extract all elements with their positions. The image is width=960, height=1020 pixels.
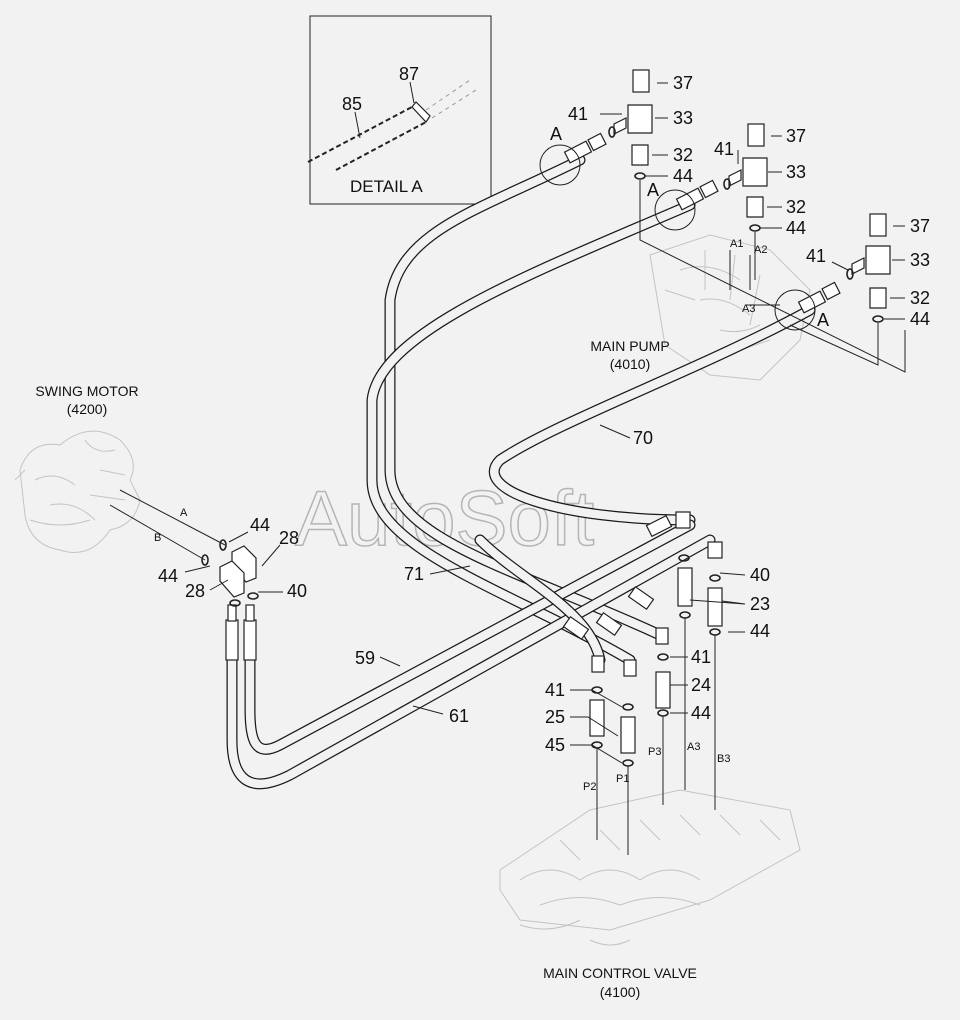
part-41-a: 41: [568, 104, 588, 124]
part-33-a: 33: [673, 108, 693, 128]
watermark: AutoSoft: [295, 474, 595, 562]
part-45: 45: [545, 735, 565, 755]
detail-ref-circles: A A A: [539, 124, 829, 331]
detail-label-85: 85: [342, 94, 362, 114]
port-swing-b: B: [154, 532, 161, 544]
main-pump-name: MAIN PUMP: [590, 338, 669, 354]
pump-port-lines: [729, 250, 780, 306]
port-a1: A1: [730, 238, 743, 250]
detail-a-box: 87 85 DETAIL A: [307, 15, 492, 205]
port-a3-valve: A3: [687, 741, 700, 753]
swing-motor-code: (4200): [67, 401, 107, 417]
part-24: 24: [691, 675, 711, 695]
main-pump-code: (4010): [610, 356, 650, 372]
part-59: 59: [355, 648, 375, 668]
pump-fittings-a3: [789, 213, 905, 366]
part-32-b: 32: [786, 197, 806, 217]
part-28-b: 28: [185, 581, 205, 601]
swing-motor-fittings: [109, 489, 283, 607]
hose-61: [226, 534, 716, 790]
port-a3: A3: [742, 303, 755, 315]
component-captions: SWING MOTOR (4200) MAIN PUMP (4010) MAIN…: [35, 338, 696, 1000]
hose-end-fittings: [225, 132, 841, 677]
control-valve-ghost: [499, 789, 801, 946]
part-28-a: 28: [279, 528, 299, 548]
port-a2: A2: [754, 244, 767, 256]
part-32-a: 32: [673, 145, 693, 165]
part-23: 23: [750, 594, 770, 614]
port-b3: B3: [717, 753, 730, 765]
pump-fittings-a2: [723, 123, 782, 280]
detail-title: DETAIL A: [350, 177, 423, 196]
part-44-d: 44: [250, 515, 270, 535]
part-44-e: 44: [158, 566, 178, 586]
part-41-c: 41: [806, 246, 826, 266]
part-33-c: 33: [910, 250, 930, 270]
control-valve-code: (4100): [600, 984, 640, 1000]
part-44-a: 44: [673, 166, 693, 186]
detail-ref-a-3: A: [817, 310, 829, 330]
hose-70: [488, 304, 816, 526]
swing-motor-ghost: [14, 430, 141, 553]
part-25: 25: [545, 707, 565, 727]
part-44-g: 44: [691, 703, 711, 723]
port-swing-a: A: [180, 507, 188, 519]
part-37-a: 37: [673, 73, 693, 93]
part-71: 71: [404, 564, 424, 584]
hose-59: [244, 519, 696, 755]
part-41-b: 41: [714, 139, 734, 159]
part-37-c: 37: [910, 216, 930, 236]
port-p2: P2: [583, 781, 596, 793]
detail-ref-a-2: A: [647, 180, 659, 200]
part-44-f: 44: [750, 621, 770, 641]
part-44-c: 44: [910, 309, 930, 329]
part-70: 70: [633, 428, 653, 448]
detail-ref-a-1: A: [550, 124, 562, 144]
part-40-a: 40: [287, 581, 307, 601]
part-37-b: 37: [786, 126, 806, 146]
hose-upper-a2: [366, 199, 696, 666]
part-33-b: 33: [786, 162, 806, 182]
part-41-e: 41: [545, 680, 565, 700]
hose-to-p1p2: [474, 534, 606, 666]
port-p3: P3: [648, 746, 661, 758]
control-valve-name: MAIN CONTROL VALVE: [543, 965, 697, 981]
port-labels: A1 A2 A3 A B P2 P1 P3 A3 B3: [154, 238, 767, 793]
swing-motor-name: SWING MOTOR: [35, 383, 138, 399]
pump-fittings-a1: [600, 69, 906, 373]
detail-label-87: 87: [399, 64, 419, 84]
part-41-d: 41: [691, 647, 711, 667]
part-44-b: 44: [786, 218, 806, 238]
part-32-c: 32: [910, 288, 930, 308]
part-40-b: 40: [750, 565, 770, 585]
part-61: 61: [449, 706, 469, 726]
hose-number-leaders: [379, 424, 631, 715]
main-pump-ghost: [649, 234, 811, 381]
part-labels: 37 41 33 32 44 37 41 33 32 44 37 41 33 3…: [158, 73, 930, 755]
control-valve-fittings: [570, 554, 746, 855]
port-p1: P1: [616, 773, 629, 785]
